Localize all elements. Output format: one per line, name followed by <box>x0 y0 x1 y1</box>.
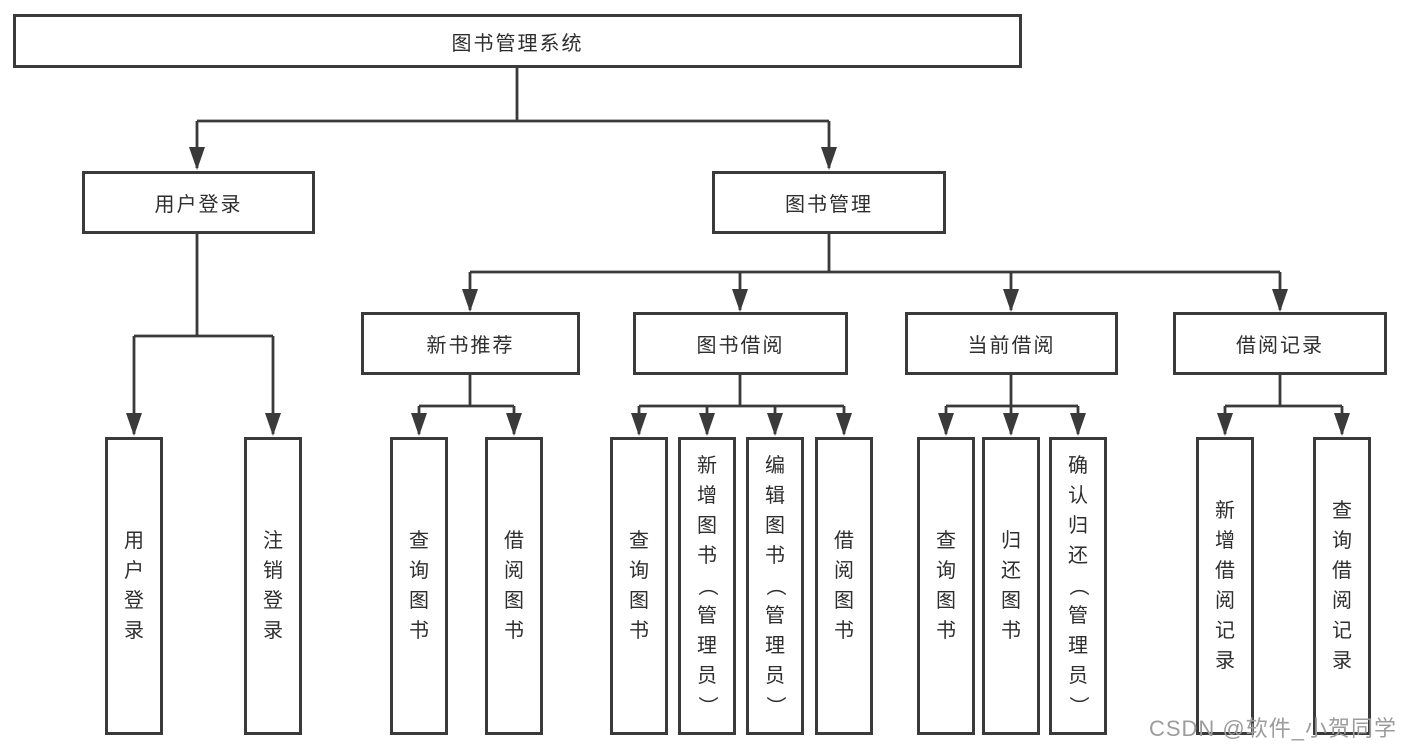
leaf-add-borrow-record: 新增借阅记录 <box>1196 437 1254 735</box>
node-new-book-recommend: 新书推荐 <box>361 312 580 375</box>
leaf-user-login-label: 用户登录 <box>124 530 144 642</box>
leaf-query-borrow-record: 查询借阅记录 <box>1313 437 1371 735</box>
leaf-borrow-books: 借阅图书 <box>815 437 873 735</box>
leaf-borrow-books-recommend-label: 借阅图书 <box>504 530 524 642</box>
leaf-add-book-admin: 新增图书（管理员） <box>678 437 736 735</box>
node-book-management-label: 图书管理 <box>785 194 873 216</box>
leaf-edit-book-admin: 编辑图书（管理员） <box>746 437 804 735</box>
node-system-root-label: 图书管理系统 <box>451 32 584 55</box>
leaf-edit-book-admin-label: 编辑图书（管理员） <box>764 455 786 716</box>
node-borrow-records: 借阅记录 <box>1173 312 1387 375</box>
node-current-borrow: 当前借阅 <box>905 312 1118 375</box>
leaf-confirm-return-admin-label: 确认归还（管理员） <box>1067 455 1089 716</box>
node-book-borrow: 图书借阅 <box>633 312 848 375</box>
node-user-login: 用户登录 <box>82 171 315 234</box>
leaf-query-books-recommend: 查询图书 <box>390 437 448 735</box>
node-borrow-records-label: 借阅记录 <box>1236 335 1324 357</box>
leaf-query-books-recommend-label: 查询图书 <box>409 530 429 642</box>
node-user-login-label: 用户登录 <box>154 194 243 216</box>
leaf-query-books-borrow-label: 查询图书 <box>629 530 649 642</box>
leaf-query-books-borrow: 查询图书 <box>610 437 668 735</box>
leaf-logout-label: 注销登录 <box>263 530 283 642</box>
node-book-borrow-label: 图书借阅 <box>696 335 785 357</box>
leaf-query-borrow-record-label: 查询借阅记录 <box>1332 500 1352 672</box>
leaf-query-books-current: 查询图书 <box>917 437 975 735</box>
node-system-root: 图书管理系统 <box>13 14 1022 68</box>
node-book-management: 图书管理 <box>712 171 946 234</box>
leaf-add-book-admin-label: 新增图书（管理员） <box>696 455 718 716</box>
leaf-add-borrow-record-label: 新增借阅记录 <box>1215 500 1235 672</box>
leaf-return-book: 归还图书 <box>982 437 1040 735</box>
leaf-logout: 注销登录 <box>244 437 302 735</box>
leaf-user-login: 用户登录 <box>105 437 163 735</box>
watermark: CSDN @软件_小贺同学 <box>1148 716 1397 741</box>
node-new-book-recommend-label: 新书推荐 <box>426 335 515 357</box>
leaf-query-books-current-label: 查询图书 <box>936 530 956 642</box>
node-current-borrow-label: 当前借阅 <box>967 335 1056 357</box>
leaf-borrow-books-recommend: 借阅图书 <box>485 437 543 735</box>
connector-path <box>132 68 1344 434</box>
leaf-confirm-return-admin: 确认归还（管理员） <box>1049 437 1107 735</box>
leaf-borrow-books-label: 借阅图书 <box>834 530 854 642</box>
leaf-return-book-label: 归还图书 <box>1001 530 1021 642</box>
